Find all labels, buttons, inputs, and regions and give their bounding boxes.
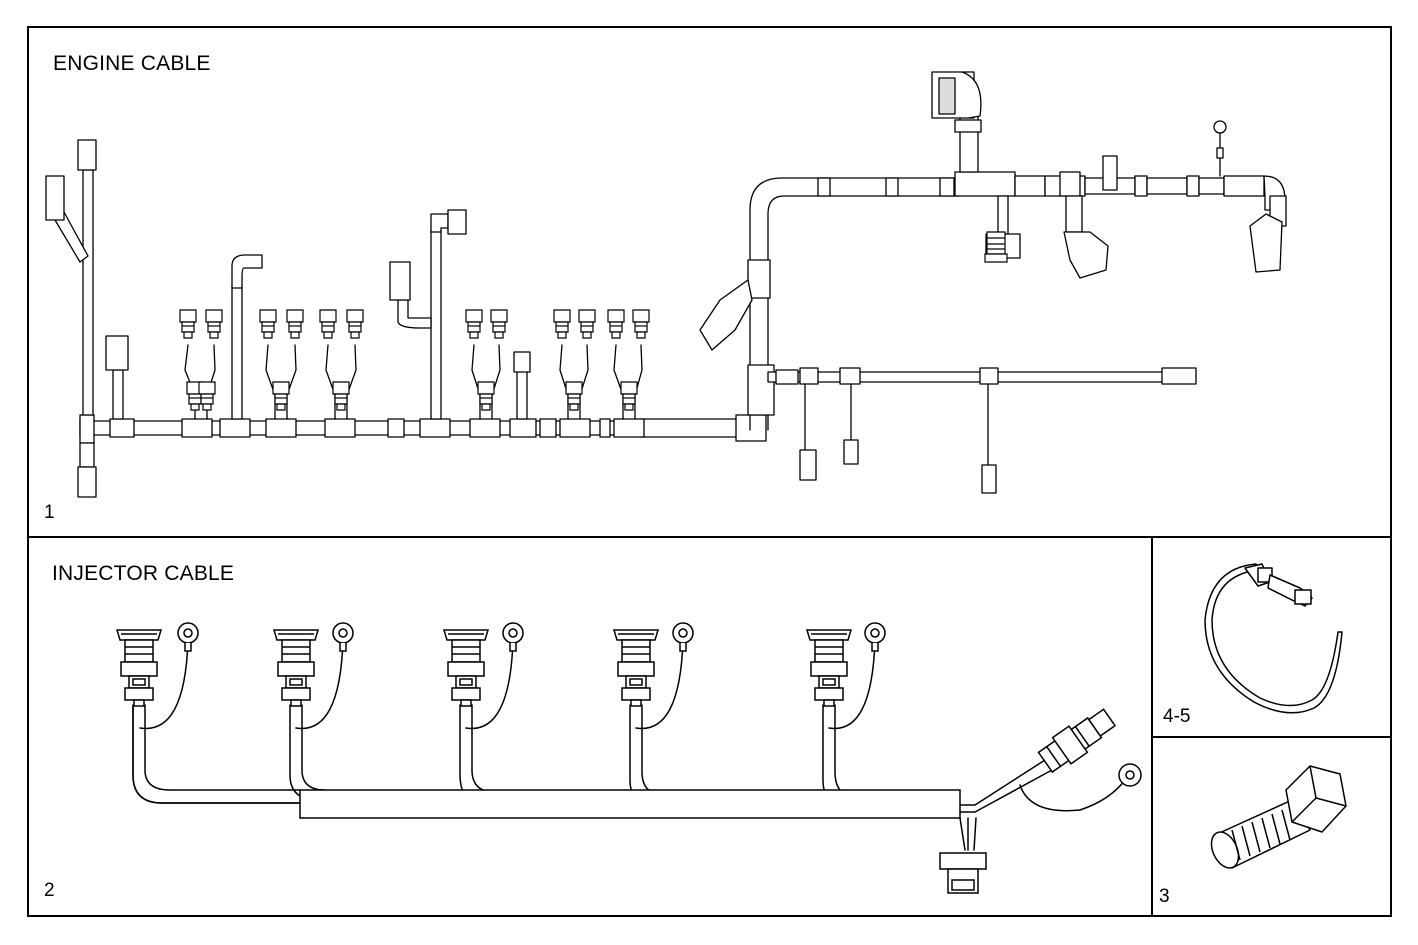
injector-cable-drawing — [133, 640, 1141, 893]
clamp-number: 4-5 — [1163, 706, 1191, 727]
engine-cable-number: 1 — [44, 502, 55, 523]
clamp-drawing — [1205, 564, 1342, 713]
bolt-drawing — [1206, 766, 1346, 872]
bolt-number: 3 — [1159, 886, 1170, 907]
injector-cable-title: INJECTOR CABLE — [52, 562, 235, 585]
injector-cable-number: 2 — [44, 880, 55, 901]
bolt-panel — [1151, 736, 1392, 917]
engine-cable-drawing — [46, 72, 1286, 497]
engine-cable-title: ENGINE CABLE — [53, 52, 211, 75]
engine-plugs — [179, 231, 1008, 411]
injector-connectors — [116, 622, 886, 707]
